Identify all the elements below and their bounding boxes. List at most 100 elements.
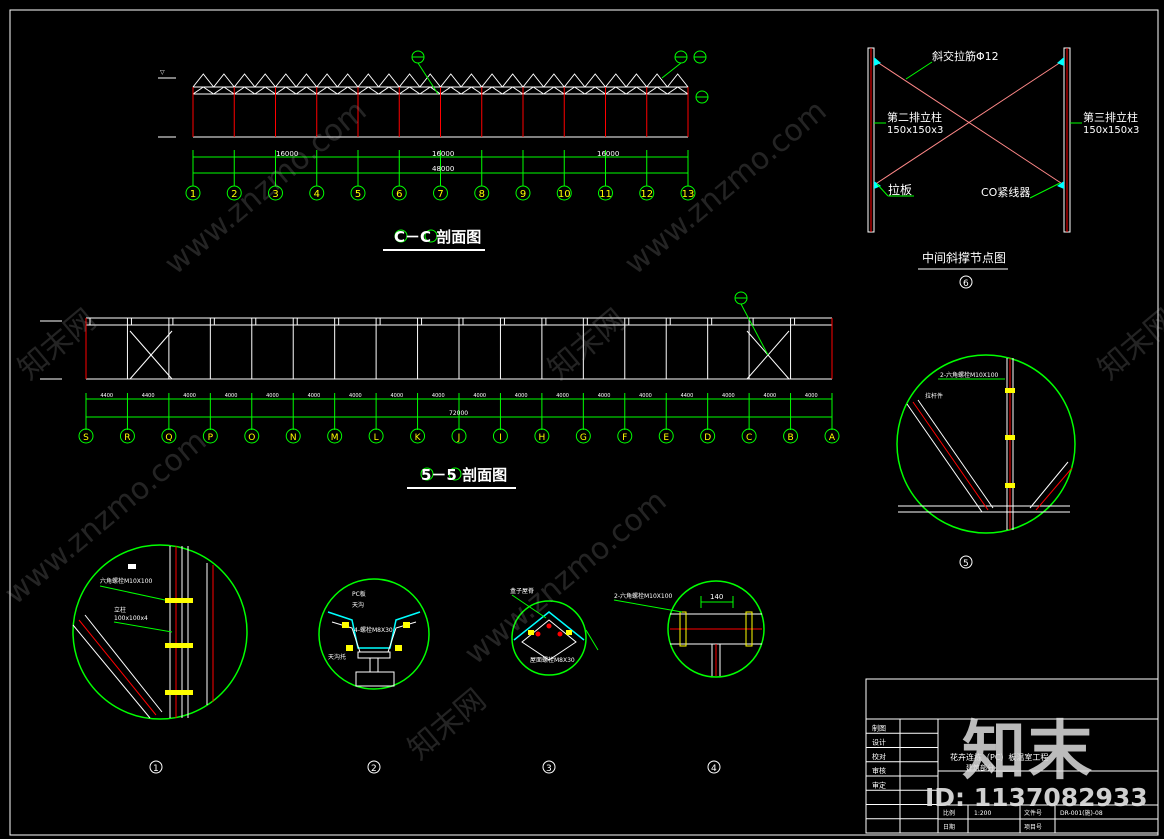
s55-axis-bubble	[783, 428, 799, 444]
cc-axis-label: 1	[190, 189, 196, 200]
brace-node-detail: 斜交拉筋Φ12 第二排立柱 150x150x3 第三排立柱 150x150x3 …	[867, 47, 1139, 289]
tb-row-label: 审定	[872, 780, 886, 789]
s55-axis-label: Q	[165, 433, 172, 443]
tb-project: 花卉连栋（PC）板温室工程	[950, 752, 1048, 762]
s55-axis-label: M	[331, 433, 339, 443]
cc-axis-label: 8	[479, 189, 485, 200]
detail-number-3: 3	[546, 764, 552, 774]
tb-drawing: 建筑部分	[966, 763, 994, 772]
cc-axis-bubble	[556, 185, 572, 201]
cc-axis-label: 6	[396, 189, 402, 200]
tb-date-label: 日期	[943, 823, 955, 831]
s55-axis-bubble	[78, 428, 94, 444]
s55-dim: 4000	[349, 393, 362, 399]
cc-axis-label: 4	[314, 189, 320, 200]
s55-axis-label: H	[538, 433, 545, 443]
s55-dim: 4000	[805, 393, 818, 399]
brace-label-col2: 第二排立柱	[887, 110, 942, 124]
s55-axis-label: D	[704, 433, 711, 443]
s55-dim: 4400	[681, 393, 694, 399]
s55-dim: 4000	[432, 393, 445, 399]
s55-dim: 4000	[598, 393, 611, 399]
s55-axis-bubble	[824, 428, 840, 444]
tb-row-label: 制图	[872, 723, 886, 732]
s55-axis-label: K	[415, 433, 422, 443]
brace-node-title: 中间斜撑节点图	[922, 250, 1006, 265]
cc-dim-3: 16000	[597, 150, 619, 158]
detail-1: 六角螺栓M10X100 立柱 100x100x4 1	[72, 544, 248, 774]
s55-axis-label: J	[457, 433, 461, 443]
s55-axis-bubble	[658, 428, 674, 444]
s55-axis-bubble	[741, 428, 757, 444]
brace-label-col2-size: 150x150x3	[887, 125, 943, 136]
cc-dim-2: 16000	[432, 150, 454, 158]
s55-axis-bubble	[119, 428, 135, 444]
cc-axis-label: 10	[558, 189, 571, 200]
s55-axis-label: E	[663, 433, 669, 443]
s55-axis-bubble	[161, 428, 177, 444]
s55-axis-bubble	[410, 428, 426, 444]
s55-axis-label: O	[248, 433, 255, 443]
s55-axis-label: I	[499, 433, 502, 443]
cc-axis-label: 3	[272, 189, 278, 200]
cc-axis-bubble	[515, 185, 531, 201]
cc-axis-bubble	[598, 185, 613, 201]
s55-axis-label: B	[787, 433, 793, 443]
brace-label-tensioner: CO紧线器	[981, 185, 1030, 199]
d4-bolt-label: 2-六角螺栓M10X100	[614, 592, 673, 600]
cc-axis-bubble	[391, 185, 407, 201]
s55-axis-bubble	[534, 428, 550, 444]
d3-bolt-label: 屋面螺栓M8X30	[530, 656, 575, 664]
s55-dim: 4000	[266, 393, 279, 399]
s55-dim: 4000	[473, 393, 486, 399]
section-cc-title: C－C 剖面图	[394, 228, 481, 246]
section-55-elevation: 4400 4400 4000 4000 4000 4000 4000 4000 4000 4000…	[40, 291, 840, 489]
brace-label-col3-size: 150x150x3	[1083, 125, 1139, 136]
d1-bolt-label: 六角螺栓M10X100	[100, 577, 153, 585]
cc-axis-bubble	[474, 185, 490, 201]
detail-3: 盒子屋脊 屋面螺栓M8X30 3	[510, 587, 599, 774]
brace-label-col3: 第三排立柱	[1083, 110, 1138, 124]
tb-doc-label: 文件号	[1024, 809, 1042, 817]
svg-text:▽: ▽	[160, 69, 165, 76]
d5-rod-label: 拉杆件	[925, 392, 943, 400]
s55-axis-bubble	[285, 428, 301, 444]
s55-dim: 4000	[763, 393, 776, 399]
s55-axis-bubble	[244, 428, 260, 444]
s55-axis-label: F	[622, 433, 627, 443]
s55-axis-label: R	[124, 433, 130, 443]
sheet-border	[9, 9, 1159, 836]
cc-dim-total: 48000	[432, 165, 454, 173]
s55-axis-bubble	[368, 428, 384, 444]
tb-row-label: 设计	[872, 738, 886, 747]
d5-bolt-label: 2-六角螺栓M10X100	[940, 371, 999, 379]
cc-axis-bubble	[350, 185, 366, 201]
cc-axis-label: 12	[640, 189, 653, 200]
brace-label-cross: 斜交拉筋Φ12	[932, 49, 999, 63]
s55-dim: 4000	[183, 393, 196, 399]
cc-axis-label: 5	[355, 189, 361, 200]
cc-axis-bubble	[433, 185, 448, 201]
d2-gutter-label: 天沟	[352, 601, 364, 609]
d3-cover-label: 盒子屋脊	[510, 587, 534, 595]
detail-number-1: 1	[153, 764, 159, 774]
section-55-title: 5－5 剖面图	[421, 466, 507, 484]
s55-axis-label: G	[580, 433, 587, 443]
s55-dim: 4000	[390, 393, 403, 399]
brace-label-plate: 拉板	[888, 182, 912, 197]
s55-axis-bubble	[575, 428, 591, 444]
d1-col-size: 100x100x4	[114, 615, 148, 622]
image-id: ID: 1137082933	[925, 783, 1148, 812]
cc-axis-label: 11	[599, 189, 612, 200]
s55-axis-label: P	[208, 433, 214, 443]
s55-axis-label: C	[746, 433, 752, 443]
s55-dim: 4400	[142, 393, 155, 399]
detail-5: 2-六角螺栓M10X100 拉杆件 5	[896, 354, 1076, 569]
cc-axis-bubble	[680, 185, 696, 201]
s55-dim-total: 72000	[449, 410, 468, 417]
cc-axis-bubble	[226, 185, 242, 201]
s55-dim: 4000	[722, 393, 735, 399]
